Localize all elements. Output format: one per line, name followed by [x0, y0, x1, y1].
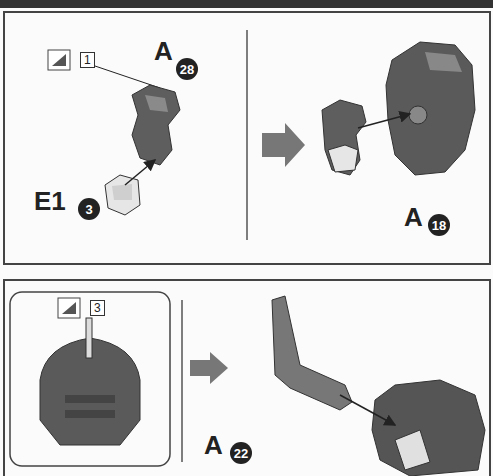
callout-number: 18: [428, 214, 450, 236]
callout-number: 28: [176, 58, 198, 80]
runner-letter: A: [154, 38, 173, 64]
step-box: 1: [80, 52, 95, 68]
step-box: 3: [90, 300, 105, 316]
runner-letter: A: [404, 204, 423, 230]
callout-number: 3: [78, 198, 100, 220]
runner-letter: E1: [34, 188, 66, 214]
callout-number: 22: [230, 442, 252, 464]
runner-letter: A: [204, 432, 223, 458]
